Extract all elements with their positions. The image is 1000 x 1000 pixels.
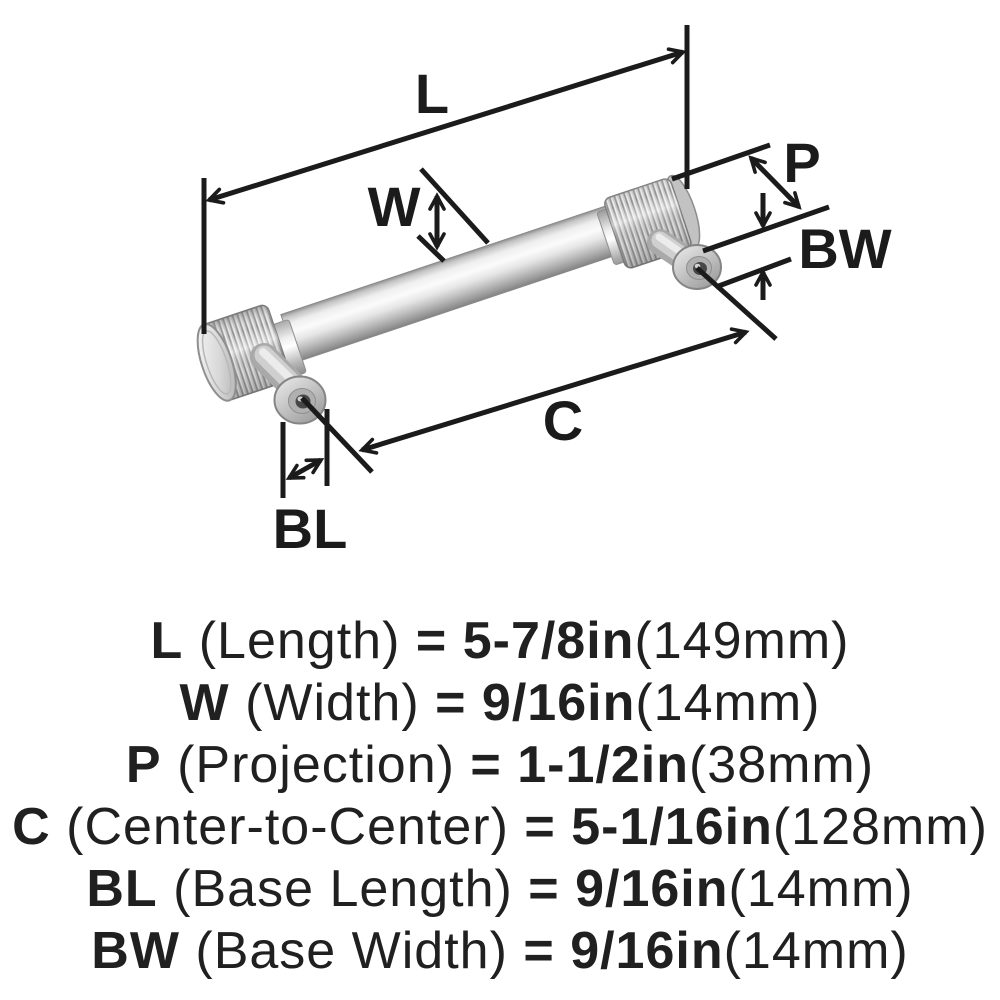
callout-projection: P (783, 131, 820, 194)
equals-sign: = (470, 736, 502, 794)
spec-name: (Projection) (177, 736, 455, 794)
dimension-diagram: L W P BW C BL (196, 25, 892, 560)
dimension-lines (201, 25, 830, 498)
spec-row-width: W (Width) = 9/16in(14mm) (0, 672, 1000, 734)
w-tick-lower (416, 234, 446, 263)
callout-labels: L W P BW C BL (273, 62, 892, 560)
spec-metric: (128mm) (772, 798, 988, 856)
bw-extension-line-lower (715, 256, 792, 290)
equals-sign: = (435, 674, 467, 732)
c-tick-right (695, 266, 778, 341)
spec-value: 5-7/8in (462, 612, 635, 670)
spec-name: (Base Length) (173, 860, 513, 918)
spec-row-projection: P (Projection) = 1-1/2in(38mm) (0, 734, 1000, 796)
spec-row-center-to-center: C (Center-to-Center) = 5-1/16in(128mm) (0, 796, 1000, 858)
spec-list: L (Length) = 5-7/8in(149mm) W (Width) = … (0, 610, 1000, 982)
p-dimension-arrow (748, 155, 802, 210)
spec-name: (Length) (198, 612, 401, 670)
spec-value: 9/16in (575, 860, 729, 918)
spec-metric: (38mm) (688, 736, 875, 794)
spec-row-length: L (Length) = 5-7/8in(149mm) (0, 610, 1000, 672)
spec-code: BW (91, 922, 180, 980)
w-tick-upper (419, 167, 490, 245)
callout-base-width: BW (798, 217, 891, 280)
spec-name: (Center-to-Center) (66, 798, 509, 856)
equals-sign: = (523, 922, 555, 980)
spec-value: 1-1/2in (517, 736, 689, 794)
l-dimension-line (205, 47, 687, 205)
equals-sign: = (524, 798, 556, 856)
callout-width: W (368, 175, 421, 238)
c-tick-left (300, 396, 374, 474)
spec-value: 5-1/16in (571, 798, 773, 856)
c-dimension-line (358, 327, 750, 455)
handle-bar (280, 204, 626, 363)
spec-metric: (14mm) (635, 674, 821, 732)
spec-code: W (179, 674, 230, 732)
spec-metric: (14mm) (728, 860, 914, 918)
spec-row-base-length: BL (Base Length) = 9/16in(14mm) (0, 858, 1000, 920)
bl-dimension-arrow (285, 457, 325, 481)
spec-code: BL (86, 860, 158, 918)
spec-name: (Width) (245, 674, 420, 732)
spec-metric: (149mm) (634, 612, 850, 670)
equals-sign: = (415, 612, 448, 670)
spec-value: 9/16in (570, 922, 724, 980)
callout-length: L (415, 62, 449, 125)
callout-center-to-center: C (543, 389, 583, 452)
spec-code: C (12, 798, 51, 856)
spec-code: L (150, 612, 184, 670)
callout-base-length: BL (273, 497, 348, 560)
spec-row-base-width: BW (Base Width) = 9/16in(14mm) (0, 920, 1000, 982)
bw-extension-line-upper (702, 204, 830, 254)
handle-dimension-svg: L W P BW C BL (196, 25, 892, 560)
p-extension-line (671, 142, 771, 182)
spec-code: P (125, 736, 162, 794)
spec-metric: (14mm) (723, 922, 909, 980)
equals-sign: = (528, 860, 560, 918)
spec-value: 9/16in (481, 674, 636, 732)
spec-name: (Base Width) (195, 922, 508, 980)
